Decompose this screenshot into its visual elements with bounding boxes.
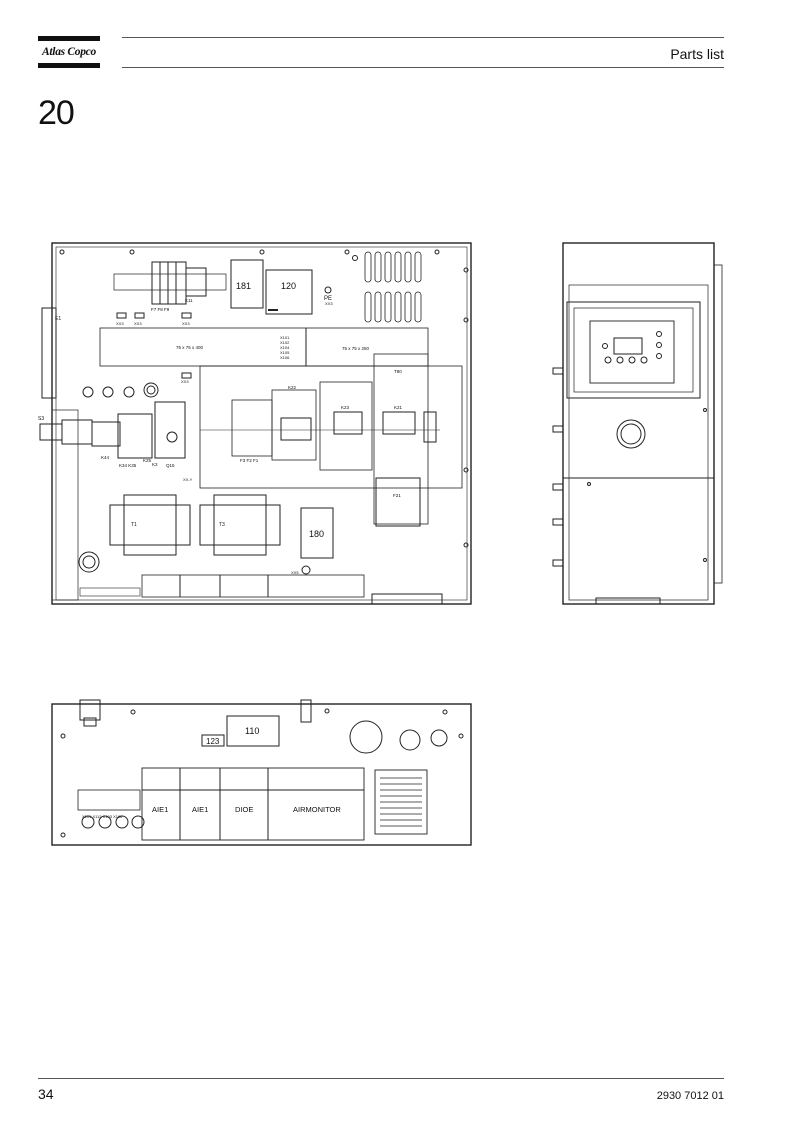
label-k11: K11 <box>185 298 193 303</box>
label-q15: Q15 <box>166 463 175 468</box>
label-f3f2f1: F3 F2 F1 <box>240 458 259 463</box>
label-x101: X101 <box>280 335 290 340</box>
component-110-label: 110 <box>245 726 259 736</box>
label-xx3-b: XX3 <box>134 321 142 326</box>
label-t3: T3 <box>219 522 225 528</box>
label-duct1: 75 x 75 x 400 <box>176 345 204 350</box>
label-xx5: XX5 <box>291 570 299 575</box>
header-title: Parts list <box>670 46 724 62</box>
label-xx-y: XX-Y <box>183 477 193 482</box>
label-xx3-d: XX3 <box>181 379 189 384</box>
front-panel-drawing <box>39 242 472 605</box>
header-rule-bottom <box>122 67 724 68</box>
label-x105: X105 <box>280 350 290 355</box>
bottom-panel-drawing <box>51 699 472 846</box>
section-number: 20 <box>38 94 75 132</box>
label-duct2: 75 x 75 x 250 <box>342 346 370 351</box>
module-aie1-b-label: AIE1 <box>192 805 208 814</box>
label-e1: E1 <box>55 316 61 322</box>
label-s3: S3 <box>38 416 44 422</box>
label-k25: K25 <box>143 458 152 463</box>
label-xx3-c: XX3 <box>182 321 190 326</box>
module-aie1-a-label: AIE1 <box>152 805 168 814</box>
label-f7f8f9: F7 F8 F9 <box>151 307 170 312</box>
label-x106: X106 <box>280 355 290 360</box>
pe-sub-label: XX3 <box>325 301 333 306</box>
component-120-label: 120 <box>281 281 296 291</box>
terminals-label: X101 X112 X103 X106 <box>82 814 123 819</box>
label-x102: X102 <box>280 340 290 345</box>
label-x104: X104 <box>280 345 290 350</box>
footer-rule <box>38 1078 724 1079</box>
label-k34k35: K34 K35 <box>119 463 137 468</box>
module-airmonitor-label: AIRMONITOR <box>293 805 341 814</box>
side-view-drawing <box>552 242 723 605</box>
label-t1: T1 <box>131 522 137 528</box>
label-k23: K23 <box>341 405 350 410</box>
label-t80: T80 <box>394 369 402 374</box>
document-number: 2930 7012 01 <box>656 1090 724 1102</box>
label-k21: K21 <box>394 405 403 410</box>
label-f21: F21 <box>393 493 401 498</box>
label-k22: K22 <box>288 385 297 390</box>
brand-text: Atlas Copco <box>42 46 96 58</box>
label-xx3-a: XX3 <box>116 321 124 326</box>
pe-label: PE <box>324 296 332 302</box>
component-123-label: 123 <box>206 737 220 746</box>
component-180-label: 180 <box>309 529 324 539</box>
label-k44: K44 <box>101 455 110 460</box>
atlas-copco-logo: Atlas Copco <box>38 36 100 68</box>
header-rule-top <box>122 37 724 38</box>
page-number: 34 <box>38 1086 54 1102</box>
label-k3: K3 <box>152 462 158 467</box>
module-dioe-label: DIOE <box>235 805 253 814</box>
component-181-label: 181 <box>236 281 251 291</box>
